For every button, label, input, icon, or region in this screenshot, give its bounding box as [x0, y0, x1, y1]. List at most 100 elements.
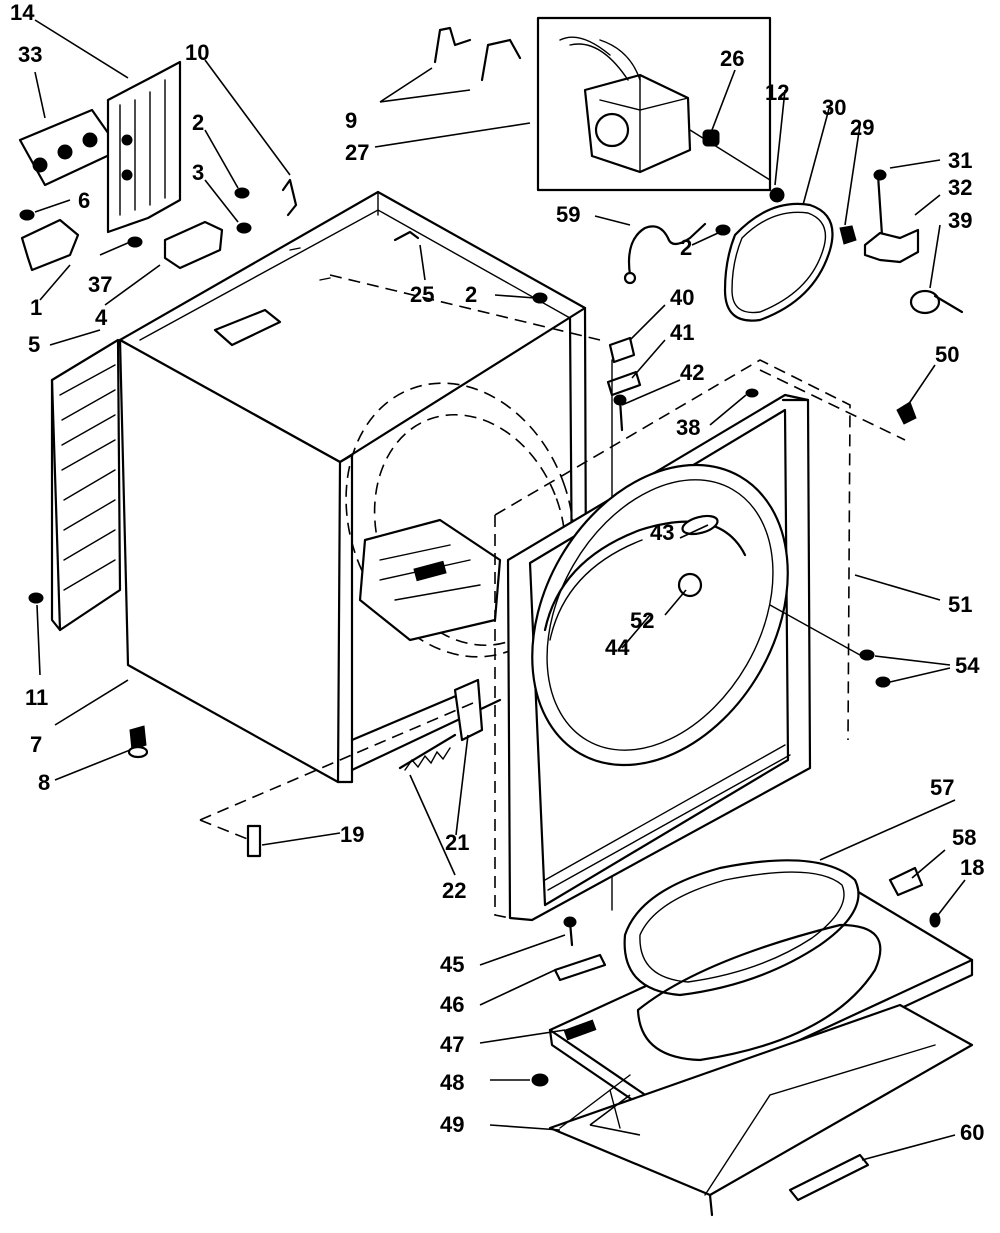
callout-2-motor: 2 — [680, 235, 692, 260]
door-strike-58 — [888, 866, 924, 897]
callout-5: 5 — [28, 332, 40, 357]
callout-38: 38 — [676, 415, 700, 440]
callout-41: 41 — [670, 320, 694, 345]
screw-37 — [127, 236, 143, 248]
plug-50 — [896, 401, 917, 425]
callout-49: 49 — [440, 1112, 464, 1137]
pulley-washer — [769, 187, 785, 203]
dash-50 — [759, 369, 906, 441]
drum-light — [677, 572, 703, 598]
idler-screw — [873, 169, 887, 237]
callout-21: 21 — [445, 830, 469, 855]
callout-6: 6 — [78, 188, 90, 213]
clip-10 — [281, 178, 298, 217]
screw-2-motor — [715, 224, 731, 236]
ground-wire — [623, 222, 707, 285]
callout-2: 2 — [192, 110, 204, 135]
callout-39: 39 — [948, 208, 972, 233]
screw-48 — [531, 1073, 549, 1087]
idler-bracket — [863, 228, 920, 264]
callout-57: 57 — [930, 775, 954, 800]
callout-27: 27 — [345, 140, 369, 165]
inner-door-liner — [636, 923, 882, 1062]
drive-belt — [723, 202, 834, 322]
switch-screw-42 — [613, 394, 627, 432]
callout-4: 4 — [95, 305, 108, 330]
screw-6 — [19, 209, 35, 221]
hinge-pin-45 — [563, 916, 577, 947]
callout-50: 50 — [935, 342, 959, 367]
callout-54: 54 — [955, 653, 980, 678]
callout-25: 25 — [410, 282, 434, 307]
screw-3 — [236, 222, 252, 234]
callout-9: 9 — [345, 108, 357, 133]
callout-51: 51 — [948, 592, 972, 617]
screw-2-top — [234, 187, 250, 199]
rear-panel-vent — [50, 338, 122, 632]
motor-inset-frame — [536, 16, 772, 192]
callout-30: 30 — [822, 95, 846, 120]
screw-11 — [28, 592, 44, 604]
door-switch-40 — [608, 336, 636, 364]
door-seal-57 — [623, 859, 860, 997]
leader-lines — [34, 19, 966, 1161]
lint-screen-housing — [681, 514, 719, 536]
front-panel — [506, 393, 812, 922]
callout-44: 44 — [605, 635, 630, 660]
callout-46: 46 — [440, 992, 464, 1017]
callout-3: 3 — [192, 160, 204, 185]
callout-31: 31 — [948, 148, 972, 173]
door-panel-49 — [548, 1003, 974, 1217]
hinge-47 — [563, 1019, 597, 1041]
callout-29: 29 — [850, 115, 874, 140]
callout-58: 58 — [952, 825, 976, 850]
callout-8: 8 — [38, 770, 50, 795]
callout-11: 11 — [25, 685, 48, 710]
door-hinge — [453, 678, 484, 742]
callout-labels: 14 33 10 2 3 6 37 1 4 5 9 27 26 12 30 29… — [10, 0, 984, 1145]
dash-19 — [199, 699, 481, 841]
callout-33: 33 — [18, 42, 42, 67]
callout-59: 59 — [556, 202, 580, 227]
callout-1: 1 — [30, 295, 42, 320]
door-handle-60 — [788, 1153, 870, 1202]
idler-pulley — [909, 289, 964, 315]
callout-48: 48 — [440, 1070, 464, 1095]
hinge-spring — [398, 733, 457, 771]
cabinet-body — [118, 190, 601, 784]
motor-mount-clip — [433, 26, 522, 82]
idler-nut — [839, 225, 857, 245]
callout-32: 32 — [948, 175, 972, 200]
callout-45: 45 — [440, 952, 464, 977]
screw-38 — [745, 388, 759, 398]
callout-42: 42 — [680, 360, 704, 385]
callout-47: 47 — [440, 1032, 464, 1057]
hinge-plate-46 — [553, 953, 607, 982]
callout-18: 18 — [960, 855, 984, 880]
callout-2-cabinet: 2 — [465, 282, 477, 307]
callout-43: 43 — [650, 520, 674, 545]
callout-19: 19 — [340, 822, 364, 847]
callout-7: 7 — [30, 732, 42, 757]
callout-52: 52 — [630, 608, 654, 633]
clip-25 — [393, 230, 420, 242]
screw-2-cabinet — [532, 292, 548, 304]
callout-26: 26 — [720, 46, 744, 71]
drive-motor — [559, 36, 771, 181]
callout-10: 10 — [185, 40, 209, 65]
callout-14: 14 — [10, 0, 35, 25]
screw-18 — [929, 912, 941, 928]
terminal-block-4 — [163, 220, 224, 270]
control-panel-plate — [18, 108, 122, 187]
screw-54a — [859, 649, 875, 661]
screw-54b — [875, 676, 891, 688]
front-panel-dash — [494, 359, 851, 919]
callout-37: 37 — [88, 272, 112, 297]
clip-19 — [246, 824, 262, 858]
callout-40: 40 — [670, 285, 694, 310]
leveling-foot — [127, 725, 149, 759]
mounting-bracket-1 — [20, 218, 80, 272]
callout-22: 22 — [442, 878, 466, 903]
callout-60: 60 — [960, 1120, 984, 1145]
